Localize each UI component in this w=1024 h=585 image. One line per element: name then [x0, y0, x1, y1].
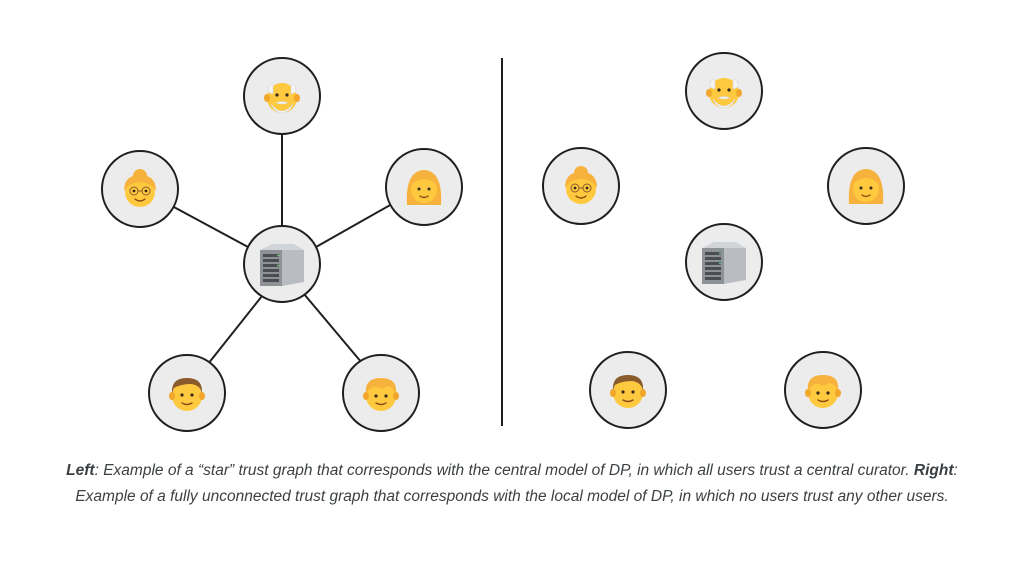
right-node-woman — [827, 147, 905, 225]
server-icon — [260, 244, 304, 286]
left-node-server — [243, 225, 321, 303]
figure-caption: Left: Example of a “star” trust graph th… — [60, 458, 964, 510]
right-node-older-woman — [542, 147, 620, 225]
edge-server-man — [207, 295, 263, 365]
right-node-blond-person — [784, 351, 862, 429]
left-node-older-woman — [101, 150, 179, 228]
caption-left-label: Left — [66, 462, 95, 479]
caption-right-text: : Example of a fully unconnected trust g… — [75, 462, 958, 505]
left-node-blond-person — [342, 354, 420, 432]
caption-left-text: : Example of a “star” trust graph that c… — [94, 462, 914, 479]
caption-right-label: Right — [913, 462, 954, 479]
right-node-man — [589, 351, 667, 429]
right-node-older-man — [685, 52, 763, 130]
left-node-man — [148, 354, 226, 432]
edge-server-older-woman — [171, 205, 249, 248]
left-node-older-man — [243, 57, 321, 135]
server-icon — [702, 242, 746, 284]
edge-server-blond-person — [303, 293, 363, 364]
left-node-woman — [385, 148, 463, 226]
trust-graph-diagram — [101, 52, 905, 432]
right-node-server — [685, 223, 763, 301]
edge-server-woman — [315, 203, 393, 248]
